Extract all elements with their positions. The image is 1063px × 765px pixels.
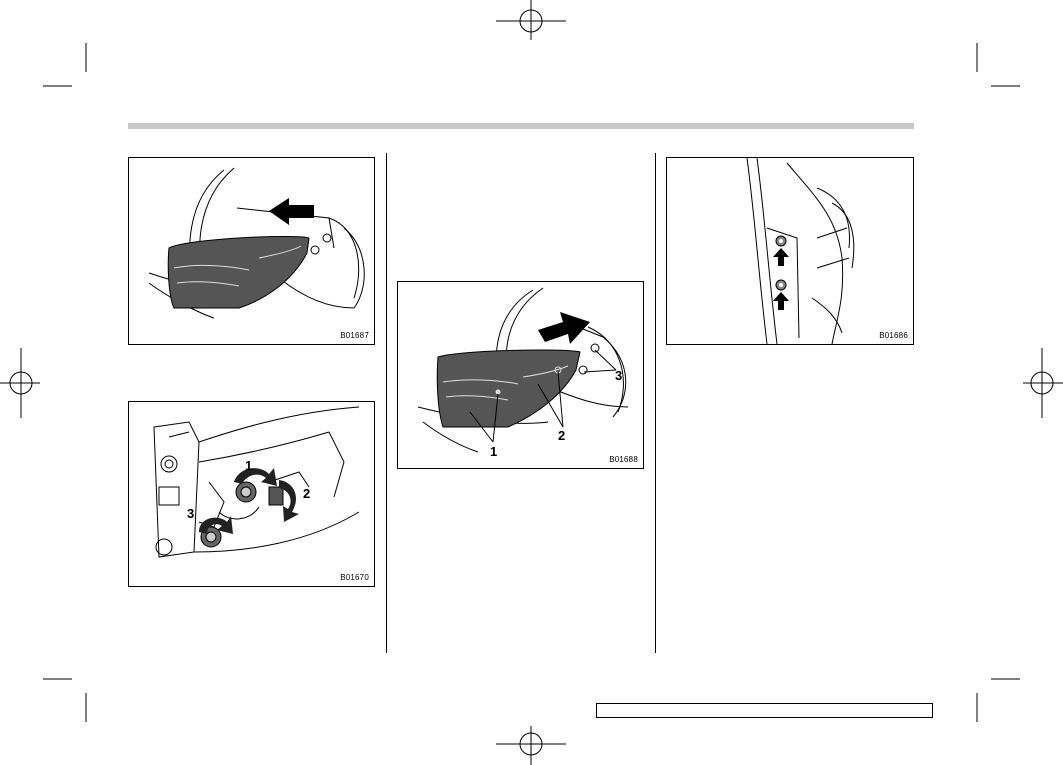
up-arrow-icon: [773, 292, 789, 310]
pull-arrow-icon: [538, 312, 590, 344]
figure-code: B01686: [879, 331, 908, 340]
column-divider-left: [386, 153, 387, 653]
rotate-arrow-icon: [279, 480, 299, 522]
callout-2: 2: [303, 486, 311, 501]
rotate-arrow-icon: [199, 516, 233, 534]
up-arrow-icon: [773, 248, 789, 266]
figure-code: B01670: [340, 573, 369, 582]
header-rule: [128, 123, 914, 129]
callout-3: 3: [187, 506, 195, 521]
figure-taillight-clips: 1 2 3 B01688: [397, 281, 644, 469]
callout-3: 3: [615, 368, 623, 383]
rotate-arrow-icon: [234, 468, 277, 486]
mounting-nuts-illustration: [746, 158, 855, 344]
figure-code: B01688: [609, 455, 638, 464]
column-divider-right: [655, 153, 656, 653]
figure-mounting-nuts: B01686: [666, 157, 914, 345]
figure-bulb-sockets: 1 2 3 B01670: [128, 401, 375, 587]
figure-code: B01687: [340, 331, 369, 340]
pull-arrow-icon: [269, 198, 314, 225]
bulb-socket-illustration: [153, 406, 360, 558]
figure-taillight-pull-out: B01687: [128, 157, 375, 345]
taillight-clips-illustration: [417, 287, 629, 453]
callout-1: 1: [490, 444, 498, 459]
callout-2: 2: [558, 428, 566, 443]
taillight-pull-illustration: [148, 167, 365, 319]
footer-page-box: [596, 703, 933, 718]
callout-1: 1: [245, 458, 253, 473]
